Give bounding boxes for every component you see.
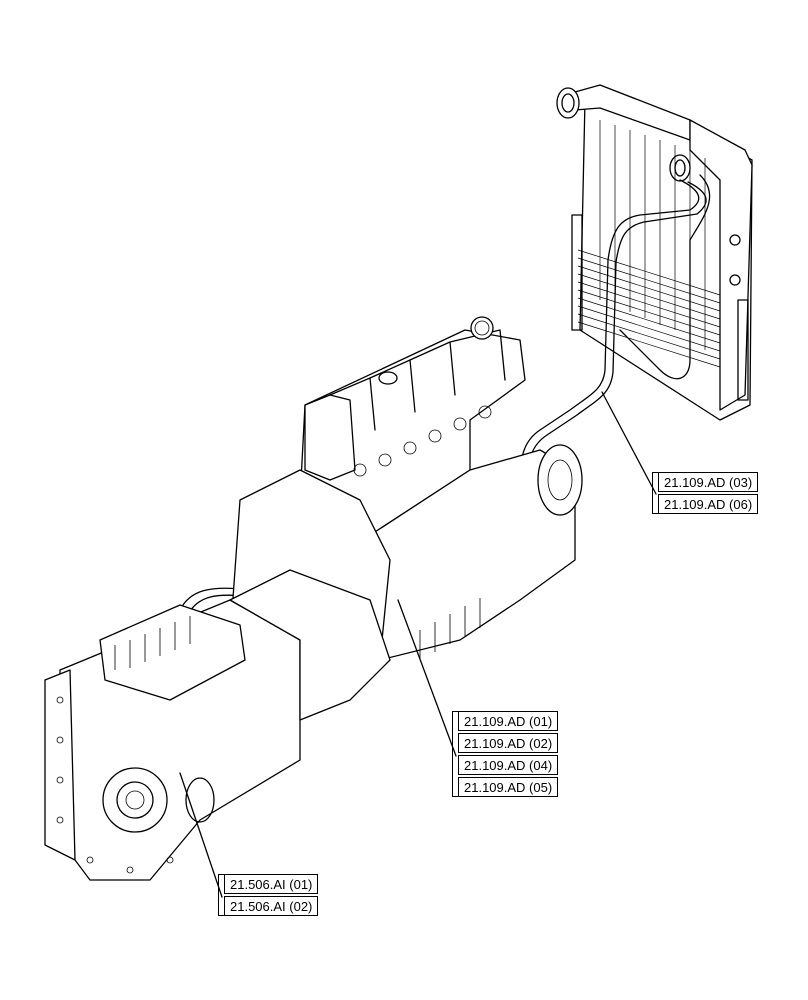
transmission-housing [44, 569, 391, 881]
callout-bracket [452, 711, 459, 797]
callout-ref-21-109-ad-04[interactable]: 21.109.AD (04) [458, 755, 559, 775]
callout-group-transmission: 21.506.AI (01) 21.506.AI (02) [218, 874, 319, 916]
callout-group-cooler: 21.109.AD (03) 21.109.AD (06) [652, 472, 759, 514]
callout-group-engine: 21.109.AD (01) 21.109.AD (02) 21.109.AD … [452, 711, 559, 797]
callout-ref-21-109-ad-01[interactable]: 21.109.AD (01) [458, 711, 559, 731]
callout-ref-21-109-ad-02[interactable]: 21.109.AD (02) [458, 733, 559, 753]
oil-cooler-radiator [556, 84, 753, 421]
radiator-core-fins [577, 120, 721, 368]
callout-bracket [218, 874, 225, 916]
callout-bracket [652, 472, 659, 514]
callout-ref-21-506-ai-01[interactable]: 21.506.AI (01) [224, 874, 319, 894]
leader-lines [179, 391, 657, 898]
callout-ref-21-109-ad-03[interactable]: 21.109.AD (03) [658, 472, 759, 492]
callout-ref-21-109-ad-06[interactable]: 21.109.AD (06) [658, 494, 759, 514]
callout-ref-21-506-ai-02[interactable]: 21.506.AI (02) [224, 896, 319, 916]
callout-ref-21-109-ad-05[interactable]: 21.109.AD (05) [458, 777, 559, 797]
